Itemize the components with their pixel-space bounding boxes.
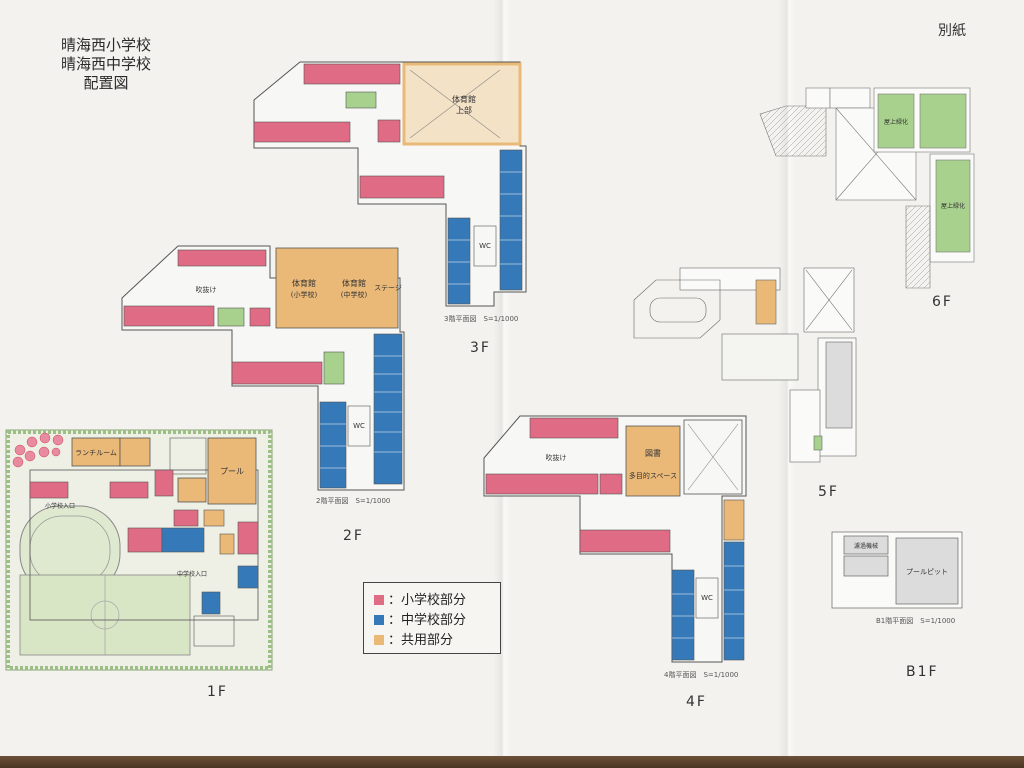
room-label: 多目的スペース: [629, 471, 677, 480]
room-label: 吹抜け: [196, 285, 217, 294]
legend-swatch: [374, 635, 384, 645]
scale-caption-4f: 4階平面図 S=1/1000: [664, 671, 739, 679]
room-label: 体育館: [292, 278, 316, 288]
room-label: 小学校入口: [45, 502, 75, 510]
color-legend: ：小学校部分 ：中学校部分 ：共用部分: [363, 582, 501, 654]
floor-label-2f: 2F: [343, 528, 364, 544]
room-label: 屋上緑化: [884, 118, 908, 126]
floor-label-6f: 6F: [932, 294, 953, 310]
room-label: 上部: [456, 105, 472, 115]
floor-plan-b1f: プールピット 濾過機械: [831, 531, 963, 609]
legend-label: ：小学校部分: [388, 593, 467, 608]
scale-caption-2f: 2階平面図 S=1/1000: [316, 497, 391, 505]
floor-plan-5f: [633, 267, 857, 463]
legend-item-junior: ：中学校部分: [374, 609, 466, 628]
floor-label-1f: 1F: [207, 684, 228, 700]
floor-plan-3f: 体育館 上部 WC: [253, 61, 527, 307]
room-label: ステージ: [374, 284, 402, 292]
title-line: 晴海西小学校: [60, 36, 151, 54]
legend-item-elementary: ：小学校部分: [374, 589, 466, 608]
room-label: 屋上緑化: [941, 202, 965, 210]
document-title: 晴海西小学校 晴海西中学校 配置図: [40, 36, 172, 93]
legend-label: ：共用部分: [388, 633, 454, 648]
room-label: 体育館: [342, 278, 366, 288]
room-label: (小学校): [291, 290, 318, 299]
floor-label-b1f: B1F: [906, 664, 939, 680]
floor-label-3f: 3F: [470, 340, 491, 356]
room-label: WC: [701, 594, 713, 602]
room-label: プール: [220, 467, 244, 476]
legend-label: ：中学校部分: [388, 613, 467, 628]
title-line: 晴海西中学校: [60, 55, 151, 73]
room-label: (中学校): [341, 290, 368, 299]
room-label: プールピット: [906, 568, 948, 576]
floor-plan-6f: 屋上緑化 屋上緑化: [759, 87, 975, 289]
legend-item-shared: ：共用部分: [374, 629, 453, 648]
floor-plan-2f: 体育館 (小学校) 体育館 (中学校) ステージ 吹抜け WC: [121, 245, 405, 491]
table-edge: [0, 756, 1024, 768]
room-label: 図書: [645, 448, 661, 458]
floor-label-5f: 5F: [818, 484, 839, 500]
room-label: 吹抜け: [546, 453, 567, 462]
room-label: WC: [353, 422, 365, 430]
annex-label: 別紙: [938, 23, 966, 39]
legend-swatch: [374, 615, 384, 625]
title-line: 配置図: [83, 74, 129, 92]
scale-caption-b1f: B1階平面図 S=1/1000: [876, 617, 956, 625]
scale-caption-3f: 3階平面図 S=1/1000: [444, 315, 519, 323]
floor-plan-1f: ランチルーム プール 小学校入口 中学校入口: [5, 429, 273, 671]
room-label: 体育館: [452, 94, 476, 104]
floor-label-4f: 4F: [686, 694, 707, 710]
legend-swatch: [374, 595, 384, 605]
room-label: ランチルーム: [75, 449, 117, 457]
floor-plan-4f: 図書 多目的スペース 吹抜け WC: [483, 415, 747, 663]
room-label: WC: [479, 242, 491, 250]
room-label: 濾過機械: [854, 542, 878, 550]
room-label: 中学校入口: [177, 570, 207, 578]
